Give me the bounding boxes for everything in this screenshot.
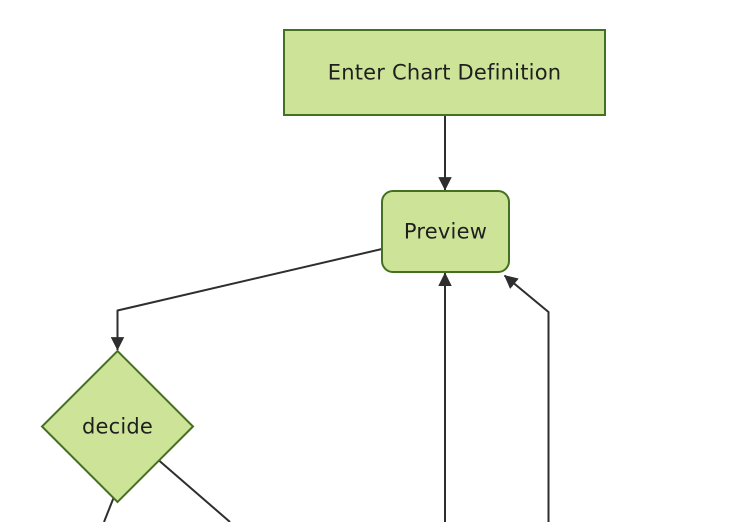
edge-preview-to-decide (110, 248, 383, 351)
edge-layer (103, 115, 550, 522)
node-preview: Preview (381, 190, 510, 273)
node-decide: decide (40, 349, 195, 504)
edge-offscreen-bottom-to-preview-2 (503, 274, 550, 522)
edge-decide-to-offscreen-bottom-left (103, 497, 115, 522)
node-shape-decide (40, 349, 195, 504)
node-enter-chart-definition: Enter Chart Definition (283, 29, 606, 116)
node-label-decide: decide (82, 415, 153, 439)
edge-decide-to-offscreen-bottom-right (158, 459, 231, 522)
node-label-preview: Preview (404, 220, 487, 244)
node-label-enter-chart-definition: Enter Chart Definition (328, 61, 562, 85)
node-shape-preview (381, 190, 510, 273)
node-shape-enter-chart-definition (283, 29, 606, 116)
